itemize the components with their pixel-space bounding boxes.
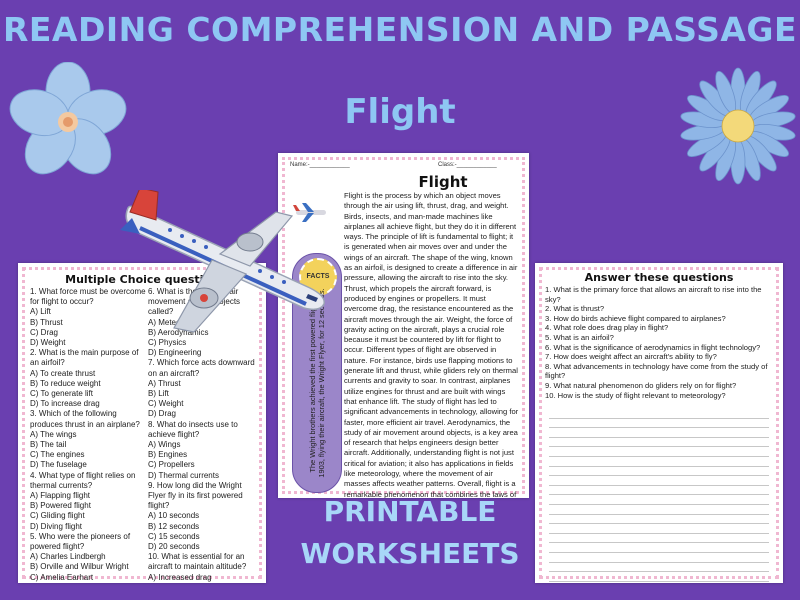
sheet-title: Answer these questions (584, 271, 734, 284)
airplane-icon (120, 190, 325, 333)
passage-title: Flight (418, 173, 468, 191)
class-label: Class:-____________ (438, 162, 497, 168)
answer-questions-sheet: Answer these questions 1. What is the pr… (535, 263, 783, 583)
banner-title: READING COMPREHENSION AND PASSAGE (2, 10, 798, 49)
banner-subtitle: Flight (344, 92, 456, 132)
sheet-title: Multiple Choice question (65, 273, 219, 286)
small-airplane-icon (293, 203, 326, 222)
footer-line-1: PRINTABLE (323, 495, 497, 528)
answer-lines (549, 409, 769, 582)
open-questions: 1. What is the primary force that allows… (545, 285, 768, 400)
multiple-choice-sheet: Multiple Choice question 1. What force m… (18, 263, 266, 583)
name-label: Name:-____________ (290, 162, 350, 168)
blue-daisy-icon (680, 67, 796, 185)
passage-text: Flight is the process by which an object… (344, 191, 519, 498)
questions-column-1: 1. What force must be overcome for fligh… (30, 287, 146, 583)
footer-line-2: WORKSHEETS (300, 537, 520, 570)
blue-flower-icon (9, 62, 127, 175)
